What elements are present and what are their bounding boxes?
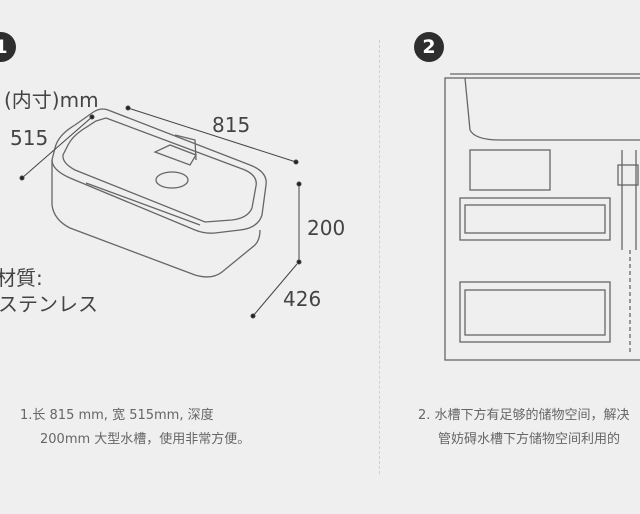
dim-bottom: 426: [283, 287, 322, 311]
step-badge-1: 1: [0, 32, 16, 62]
panel-divider: [379, 40, 380, 474]
caption-2-line1: 2. 水槽下方有足够的储物空间，解决: [418, 408, 630, 423]
caption-1-line1: 1.长 815 mm, 宽 515mm, 深度: [20, 408, 214, 423]
sink-illustration: [51, 108, 267, 278]
material-label: 材質:: [0, 266, 43, 290]
material-value: ステンレス: [0, 292, 98, 316]
cabinet-illustration: [444, 73, 640, 361]
caption-1-line2: 200mm 大型水槽，使用非常方便。: [40, 432, 251, 447]
caption-2-line2: 管妨碍水槽下方储物空间利用的: [438, 432, 621, 447]
dim-width: 515: [10, 126, 49, 150]
dimension-lines: [19, 105, 302, 319]
unit-label: (内寸)mm: [4, 88, 99, 112]
dim-length: 815: [212, 113, 251, 137]
step-badge-2: 2: [414, 32, 444, 62]
dim-depth: 200: [307, 216, 346, 240]
